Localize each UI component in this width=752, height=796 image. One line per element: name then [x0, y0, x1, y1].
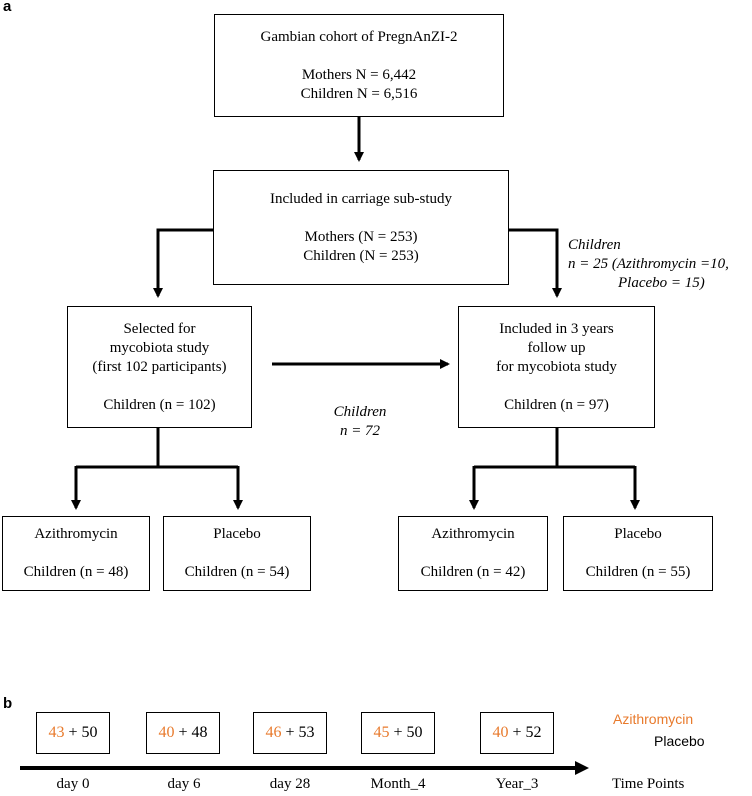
cohort-title: Gambian cohort of PregnAnZI-2	[260, 28, 458, 45]
arrow-substudy-to-selected	[153, 228, 213, 298]
left-azithromycin-box: Azithromycin Children (n = 48)	[2, 516, 150, 591]
timepoint-box-year3: 40 + 52	[480, 712, 554, 754]
month4-placebo-count: 50	[406, 724, 423, 741]
cohort-mothers: Mothers N = 6,442	[301, 66, 417, 83]
right-azithromycin-count: Children (n = 42)	[420, 564, 526, 580]
left-azithromycin-count: Children (n = 48)	[23, 564, 129, 580]
time-axis-label: Time Points	[612, 776, 685, 792]
timepoint-label-month4: Month_4	[370, 776, 426, 792]
left-placebo-count: Children (n = 54)	[184, 564, 290, 580]
selected-box: Selected for mycobiota study (first 102 …	[67, 306, 252, 428]
left-azithromycin-title: Azithromycin	[34, 526, 118, 542]
substudy-title: Included in carriage sub-study	[269, 190, 453, 207]
timepoint-box-day6: 40 + 48	[146, 712, 220, 754]
right-transfer-note: Children n = 25 (Azithromycin =10, Place…	[568, 236, 752, 293]
right-note-line3: Placebo = 15)	[618, 275, 705, 291]
timepoint-box-day0: 43 + 50	[36, 712, 110, 754]
cohort-children: Children N = 6,516	[300, 85, 418, 102]
substudy-mothers: Mothers (N = 253)	[304, 228, 418, 245]
panel-b-label: b	[3, 695, 13, 712]
month4-azithromycin-count: 45	[373, 724, 390, 741]
right-azithromycin-box: Azithromycin Children (n = 42)	[398, 516, 548, 591]
day0-azithromycin-count: 43	[48, 724, 65, 741]
middle-note-line2: n = 72	[339, 423, 381, 439]
right-note-line2: n = 25 (Azithromycin =10,	[568, 256, 729, 272]
timepoint-label-day6: day 6	[167, 776, 201, 792]
year3-placebo-count: 52	[525, 724, 542, 741]
cohort-box: Gambian cohort of PregnAnZI-2 Mothers N …	[214, 14, 504, 117]
day28-azithromycin-count: 46	[265, 724, 282, 741]
substudy-box: Included in carriage sub-study Mothers (…	[213, 170, 509, 285]
panel-a-label: a	[3, 0, 12, 15]
followup-line2: follow up	[527, 339, 586, 356]
arrow-substudy-to-followup	[509, 228, 562, 298]
timepoint-box-day28: 46 + 53	[253, 712, 327, 754]
followup-line1: Included in 3 years	[499, 320, 614, 337]
selected-count: Children (n = 102)	[103, 396, 216, 413]
day6-plus: +	[178, 724, 188, 741]
timepoint-label-year3: Year_3	[495, 776, 539, 792]
day0-placebo-count: 50	[81, 724, 98, 741]
followup-line3: for mycobiota study	[496, 358, 617, 375]
selected-line1: Selected for	[123, 320, 196, 337]
right-placebo-title: Placebo	[614, 526, 662, 542]
selected-line3: (first 102 participants)	[92, 358, 227, 375]
day0-plus: +	[68, 724, 78, 741]
followup-count: Children (n = 97)	[504, 396, 609, 413]
legend-placebo: Placebo	[654, 733, 705, 749]
left-placebo-title: Placebo	[213, 526, 261, 542]
day6-placebo-count: 48	[191, 724, 208, 741]
legend-azithromycin: Azithromycin	[613, 711, 694, 727]
day28-placebo-count: 53	[298, 724, 315, 741]
year3-plus: +	[512, 724, 522, 741]
timepoint-box-month4: 45 + 50	[361, 712, 435, 754]
right-note-line1: Children	[568, 237, 621, 253]
middle-transfer-note: Children n = 72	[300, 403, 420, 441]
right-placebo-box: Placebo Children (n = 55)	[563, 516, 713, 591]
followup-box: Included in 3 years follow up for mycobi…	[458, 306, 655, 428]
year3-azithromycin-count: 40	[492, 724, 509, 741]
substudy-children: Children (N = 253)	[303, 247, 419, 264]
left-placebo-box: Placebo Children (n = 54)	[163, 516, 311, 591]
timepoint-label-day28: day 28	[269, 776, 311, 792]
right-placebo-count: Children (n = 55)	[585, 564, 691, 580]
day6-azithromycin-count: 40	[158, 724, 175, 741]
right-azithromycin-title: Azithromycin	[431, 526, 515, 542]
timepoint-label-day0: day 0	[56, 776, 90, 792]
selected-line2: mycobiota study	[109, 339, 210, 356]
middle-note-line1: Children	[333, 404, 387, 420]
month4-plus: +	[393, 724, 403, 741]
day28-plus: +	[285, 724, 295, 741]
